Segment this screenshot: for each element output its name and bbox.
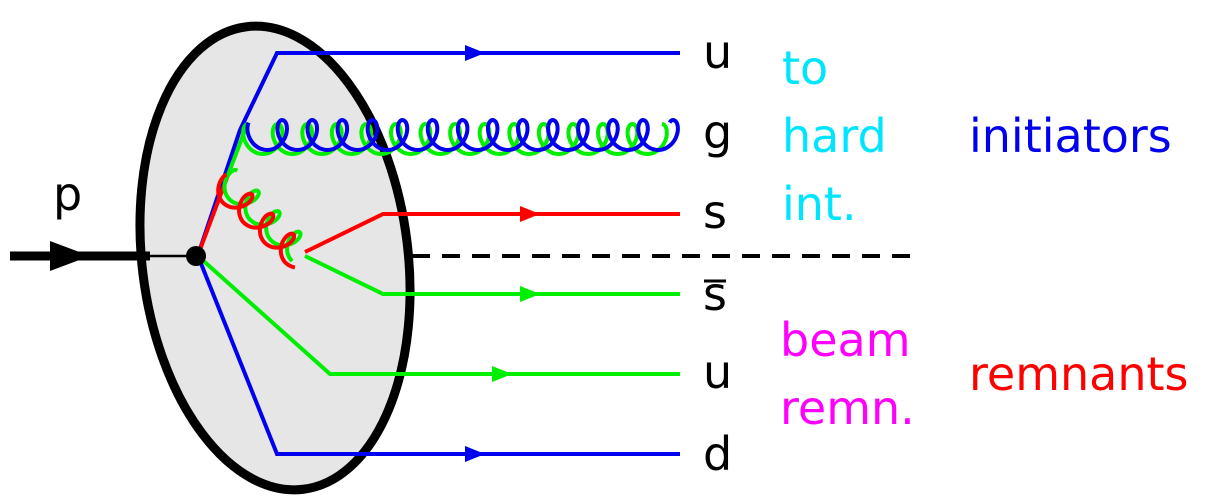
s-line [304,206,680,254]
sbar-arrow-icon [520,286,540,302]
beam-remn-line-2: remn. [780,381,915,435]
to-hard-int-line-2: hard [782,109,887,163]
remnants-label: remnants [969,347,1189,401]
u-arrow-icon [465,45,485,61]
gluon-g-line [241,117,680,157]
parton-label-u-top: u [703,25,732,79]
proton-label: p [53,167,82,221]
to-hard-int-line-1: to [782,41,828,95]
parton-label-d: d [703,427,732,481]
sbar-line [304,254,680,302]
inner-gluon [216,168,303,270]
beam-remn-line-1: beam [780,313,911,367]
vertex-dot [186,246,206,266]
parton-label-g: g [703,105,732,159]
u-remnant-line [196,254,680,382]
d-arrow-icon [465,446,485,462]
d-remnant-line [196,255,680,462]
parton-label-u-remnant: u [703,345,732,399]
s-arrow-icon [520,206,540,222]
proton-arrow-icon [50,241,90,271]
to-hard-int-line-3: int. [782,177,857,231]
initiators-label: initiators [969,109,1172,163]
parton-label-sbar: s [703,267,727,321]
parton-label-s: s [703,185,727,239]
u-remnant-arrow-icon [492,366,512,382]
